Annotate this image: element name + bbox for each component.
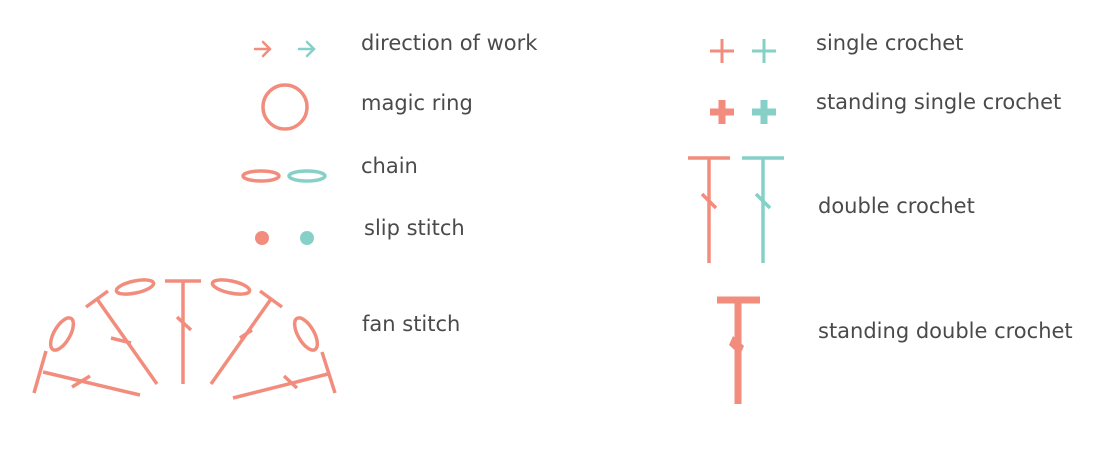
- chain-label: chain: [361, 154, 418, 178]
- fan-stitch-icon: [32, 278, 337, 400]
- double-crochet-icon-teal: [742, 156, 784, 263]
- slip-stitch-icon-coral: [255, 231, 269, 245]
- slip-stitch-icon-teal: [300, 231, 314, 245]
- single-crochet-icon-teal: [752, 39, 776, 63]
- direction-arrow-icon-coral: [253, 40, 272, 58]
- standing-single-crochet-icon-teal: [752, 100, 776, 124]
- standing-double-crochet-icon: [717, 296, 760, 404]
- fan-stitch-label: fan stitch: [362, 312, 461, 336]
- standing-single-crochet-icon-coral: [710, 100, 734, 124]
- single-crochet-label: single crochet: [816, 31, 964, 55]
- standing-single-crochet-label: standing single crochet: [816, 90, 1062, 114]
- magic-ring-label: magic ring: [361, 91, 473, 115]
- slip-stitch-label: slip stitch: [364, 216, 465, 240]
- direction-arrow-icon-teal: [297, 40, 316, 58]
- direction-of-work-label: direction of work: [361, 31, 538, 55]
- double-crochet-icon-coral: [688, 156, 730, 263]
- single-crochet-icon-coral: [710, 39, 734, 63]
- chain-icon-coral: [241, 169, 281, 183]
- double-crochet-label: double crochet: [818, 194, 975, 218]
- standing-double-crochet-label: standing double crochet: [818, 319, 1073, 343]
- magic-ring-icon: [261, 83, 309, 131]
- chain-icon-teal: [287, 169, 327, 183]
